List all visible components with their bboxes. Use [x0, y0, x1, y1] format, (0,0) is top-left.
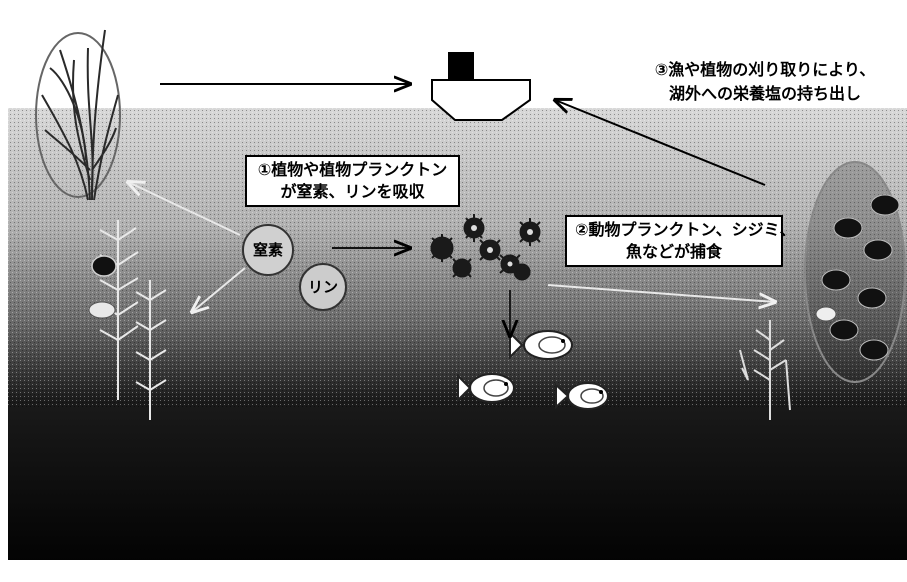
- callout-step3-line2: 湖外への栄養塩の持ち出し: [668, 84, 861, 103]
- nitrogen-label: 窒素: [253, 241, 283, 259]
- fish-3: [555, 382, 609, 410]
- fish-1: [509, 330, 573, 360]
- callout-step1-line2: が窒素、リンを吸収: [280, 182, 425, 201]
- phytoplankton-cluster: [430, 214, 541, 281]
- callout-step1-line1: ①植物や植物プランクトン: [257, 160, 448, 179]
- fish-2: [457, 373, 515, 403]
- phosphorus-bubble: リン: [299, 263, 347, 311]
- arrow-nitrogen-to-reed: [128, 182, 241, 236]
- harvest-highlight-ellipse-left: [35, 32, 121, 198]
- arrow-nitrogen-to-submerged-plant: [192, 267, 246, 312]
- boat-hull: [431, 79, 531, 121]
- phosphorus-label: リン: [308, 278, 338, 296]
- callout-step1-absorption: ①植物や植物プランクトン が窒素、リンを吸収: [245, 155, 460, 207]
- callout-step2-line1: ②動物プランクトン、シジミ、: [575, 220, 796, 239]
- callout-step3-removal: ③漁や植物の刈り取りにより、 湖外への栄養塩の持ち出し: [632, 58, 898, 110]
- boat: [431, 52, 531, 121]
- nitrogen-bubble: 窒素: [242, 224, 294, 276]
- boat-cabin: [448, 52, 474, 80]
- reed-plant-left: [35, 29, 167, 420]
- arrow-harvest-to-boat: [555, 100, 766, 186]
- water-plant-right: [739, 161, 906, 420]
- callout-step2-line2: 魚などが捕食: [625, 242, 722, 261]
- callout-step2-predation: ②動物プランクトン、シジミ、 魚などが捕食: [565, 215, 796, 267]
- arrow-to-right-plant: [547, 284, 775, 302]
- harvest-highlight-ellipse-right: [804, 161, 906, 383]
- callout-step3-line1: ③漁や植物の刈り取りにより、: [654, 60, 876, 79]
- flow-arrows: [128, 84, 775, 336]
